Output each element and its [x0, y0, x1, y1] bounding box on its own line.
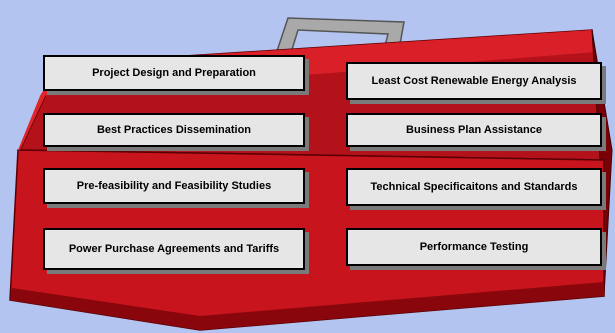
card-project-design: Project Design and Preparation: [43, 55, 305, 91]
card-business-plan: Business Plan Assistance: [346, 113, 602, 147]
card-ppa-tariffs: Power Purchase Agreements and Tariffs: [43, 228, 305, 270]
card-best-practices: Best Practices Dissemination: [43, 113, 305, 147]
card-prefeasibility: Pre-feasibility and Feasibility Studies: [43, 168, 305, 204]
toolbox-front-shade: [10, 282, 604, 330]
card-technical-specs: Technical Specificaitons and Standards: [346, 168, 602, 206]
card-least-cost: Least Cost Renewable Energy Analysis: [346, 62, 602, 100]
card-performance-testing: Performance Testing: [346, 228, 602, 266]
